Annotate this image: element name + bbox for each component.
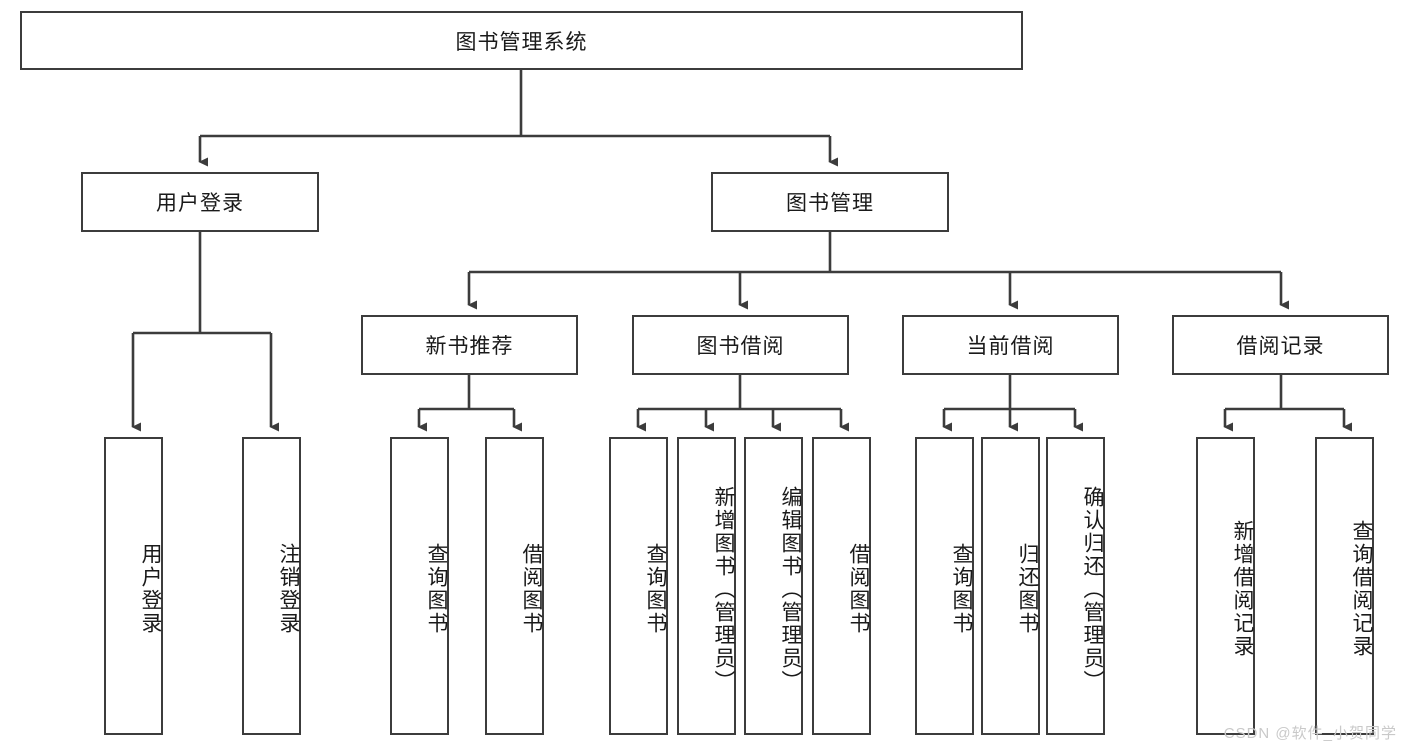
node-leaf-borrow-book-label: 借阅图书: [847, 543, 870, 635]
node-leaf-query-record-label: 查询借阅记录: [1350, 520, 1373, 658]
node-leaf-add-book[interactable]: 新增图书（管理员）: [677, 437, 736, 735]
node-current-borrow-label: 当前借阅: [966, 335, 1055, 358]
node-leaf-confirm-return-label: 确认归还（管理员）: [1081, 485, 1104, 693]
node-book-borrow[interactable]: 图书借阅: [632, 315, 849, 375]
node-leaf-user-login-label: 用户登录: [139, 543, 162, 635]
node-book-manage[interactable]: 图书管理: [711, 172, 949, 232]
watermark: CSDN @软件_小贺同学: [1223, 725, 1397, 742]
node-leaf-query-record[interactable]: 查询借阅记录: [1315, 437, 1374, 735]
node-leaf-query-book-rec[interactable]: 查询图书: [390, 437, 449, 735]
node-book-borrow-label: 图书借阅: [696, 335, 785, 358]
node-leaf-add-record-label: 新增借阅记录: [1231, 520, 1254, 658]
node-leaf-add-book-label: 新增图书（管理员）: [712, 485, 735, 693]
node-root[interactable]: 图书管理系统: [20, 11, 1023, 70]
node-leaf-query-book-cur-label: 查询图书: [950, 543, 973, 635]
node-borrow-record-label: 借阅记录: [1236, 335, 1325, 358]
node-book-manage-label: 图书管理: [786, 192, 874, 215]
node-user-login-label: 用户登录: [156, 192, 244, 215]
node-leaf-edit-book[interactable]: 编辑图书（管理员）: [744, 437, 803, 735]
node-leaf-logout-label: 注销登录: [277, 543, 300, 635]
node-leaf-query-book-rec-label: 查询图书: [425, 543, 448, 635]
node-leaf-edit-book-label: 编辑图书（管理员）: [779, 485, 802, 693]
node-leaf-query-book-borrow[interactable]: 查询图书: [609, 437, 668, 735]
node-leaf-confirm-return[interactable]: 确认归还（管理员）: [1046, 437, 1105, 735]
node-new-book-rec-label: 新书推荐: [425, 335, 514, 358]
node-leaf-add-record[interactable]: 新增借阅记录: [1196, 437, 1255, 735]
node-leaf-borrow-book-rec[interactable]: 借阅图书: [485, 437, 544, 735]
node-new-book-rec[interactable]: 新书推荐: [361, 315, 578, 375]
node-leaf-query-book-cur[interactable]: 查询图书: [915, 437, 974, 735]
node-leaf-borrow-book-rec-label: 借阅图书: [520, 543, 543, 635]
node-leaf-return-book[interactable]: 归还图书: [981, 437, 1040, 735]
node-leaf-return-book-label: 归还图书: [1016, 543, 1039, 635]
node-borrow-record[interactable]: 借阅记录: [1172, 315, 1389, 375]
node-current-borrow[interactable]: 当前借阅: [902, 315, 1119, 375]
node-leaf-logout[interactable]: 注销登录: [242, 437, 301, 735]
node-root-label: 图书管理系统: [455, 30, 588, 54]
node-leaf-query-book-borrow-label: 查询图书: [644, 543, 667, 635]
node-user-login[interactable]: 用户登录: [81, 172, 319, 232]
node-leaf-borrow-book[interactable]: 借阅图书: [812, 437, 871, 735]
node-leaf-user-login[interactable]: 用户登录: [104, 437, 163, 735]
